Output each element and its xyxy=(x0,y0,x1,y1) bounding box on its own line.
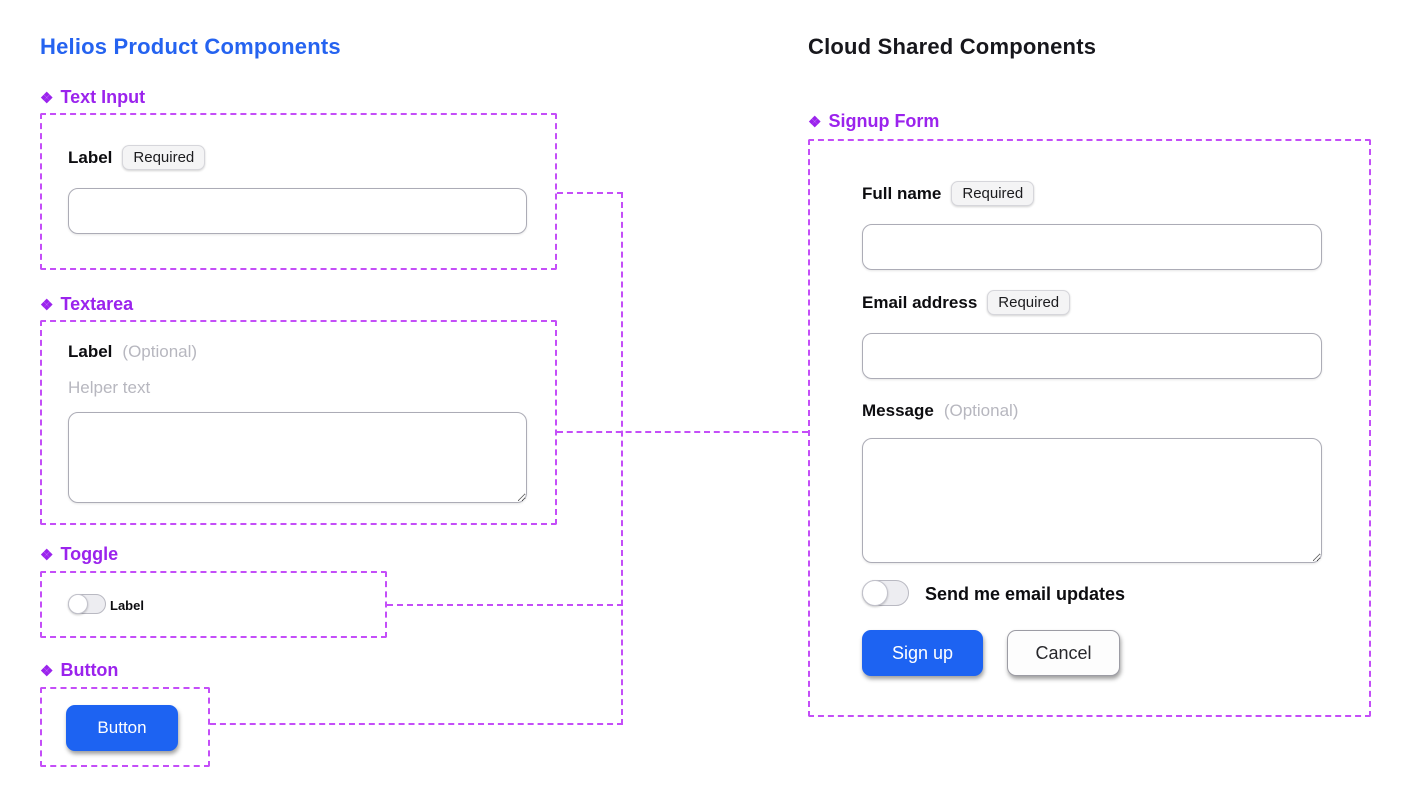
connector-text-input xyxy=(557,192,623,194)
section-name: Text Input xyxy=(60,87,146,107)
optional-hint: (Optional) xyxy=(943,401,1019,420)
section-label-signup-form: ❖ Signup Form xyxy=(808,111,939,132)
section-name: Button xyxy=(60,660,119,680)
component-icon: ❖ xyxy=(40,663,54,680)
required-badge: Required xyxy=(951,181,1035,206)
required-badge: Required xyxy=(987,290,1071,315)
helper-text: Helper text xyxy=(68,378,151,397)
section-name: Signup Form xyxy=(828,111,940,131)
sign-up-button[interactable]: Sign up xyxy=(862,630,983,676)
connector-trunk xyxy=(621,192,623,725)
email-updates-label: Send me email updates xyxy=(925,584,1126,604)
connector-textarea-to-form xyxy=(557,431,808,433)
left-panel-title: Helios Product Components xyxy=(40,34,341,59)
field-label: Label xyxy=(68,342,113,361)
component-icon: ❖ xyxy=(808,114,822,131)
annotation-box-signup-form: Full name Required Email address Require… xyxy=(808,139,1371,717)
toggle-label: Label xyxy=(110,598,144,613)
textarea-field[interactable] xyxy=(68,412,527,503)
text-input-field[interactable] xyxy=(68,188,527,234)
email-input[interactable] xyxy=(862,333,1322,379)
field-label: Full name xyxy=(862,183,942,203)
component-icon: ❖ xyxy=(40,90,54,107)
required-badge: Required xyxy=(122,145,206,170)
section-name: Textarea xyxy=(60,294,134,314)
connector-button xyxy=(210,723,623,725)
annotation-box-textarea: Label (Optional) Helper text xyxy=(40,320,557,525)
toggle-knob xyxy=(862,580,888,606)
textarea-label-row: Label (Optional) xyxy=(68,342,197,362)
component-icon: ❖ xyxy=(40,297,54,314)
full-name-input[interactable] xyxy=(862,224,1322,270)
section-name: Toggle xyxy=(60,544,119,564)
message-label-row: Message (Optional) xyxy=(862,401,1018,421)
annotation-box-text-input: Label Required xyxy=(40,113,557,270)
section-label-toggle: ❖ Toggle xyxy=(40,544,118,565)
field-label: Email address xyxy=(862,292,978,312)
toggle-knob xyxy=(68,594,88,614)
text-input-label-row: Label Required xyxy=(68,145,206,170)
section-label-text-input: ❖ Text Input xyxy=(40,87,145,108)
cancel-button[interactable]: Cancel xyxy=(1007,630,1120,676)
sample-button[interactable]: Button xyxy=(66,705,178,751)
section-label-textarea: ❖ Textarea xyxy=(40,294,133,315)
optional-hint: (Optional) xyxy=(122,342,198,361)
component-icon: ❖ xyxy=(40,547,54,564)
right-panel-title: Cloud Shared Components xyxy=(808,34,1097,59)
field-label: Label xyxy=(68,147,113,167)
field-label: Message xyxy=(862,401,934,420)
annotation-box-button: Button xyxy=(40,687,210,767)
toggle-switch[interactable] xyxy=(68,594,106,614)
email-updates-toggle[interactable] xyxy=(862,580,909,606)
section-label-button: ❖ Button xyxy=(40,660,118,681)
full-name-label-row: Full name Required xyxy=(862,181,1035,206)
connector-toggle xyxy=(387,604,623,606)
message-textarea[interactable] xyxy=(862,438,1322,563)
email-label-row: Email address Required xyxy=(862,290,1071,315)
annotation-box-toggle: Label xyxy=(40,571,387,638)
